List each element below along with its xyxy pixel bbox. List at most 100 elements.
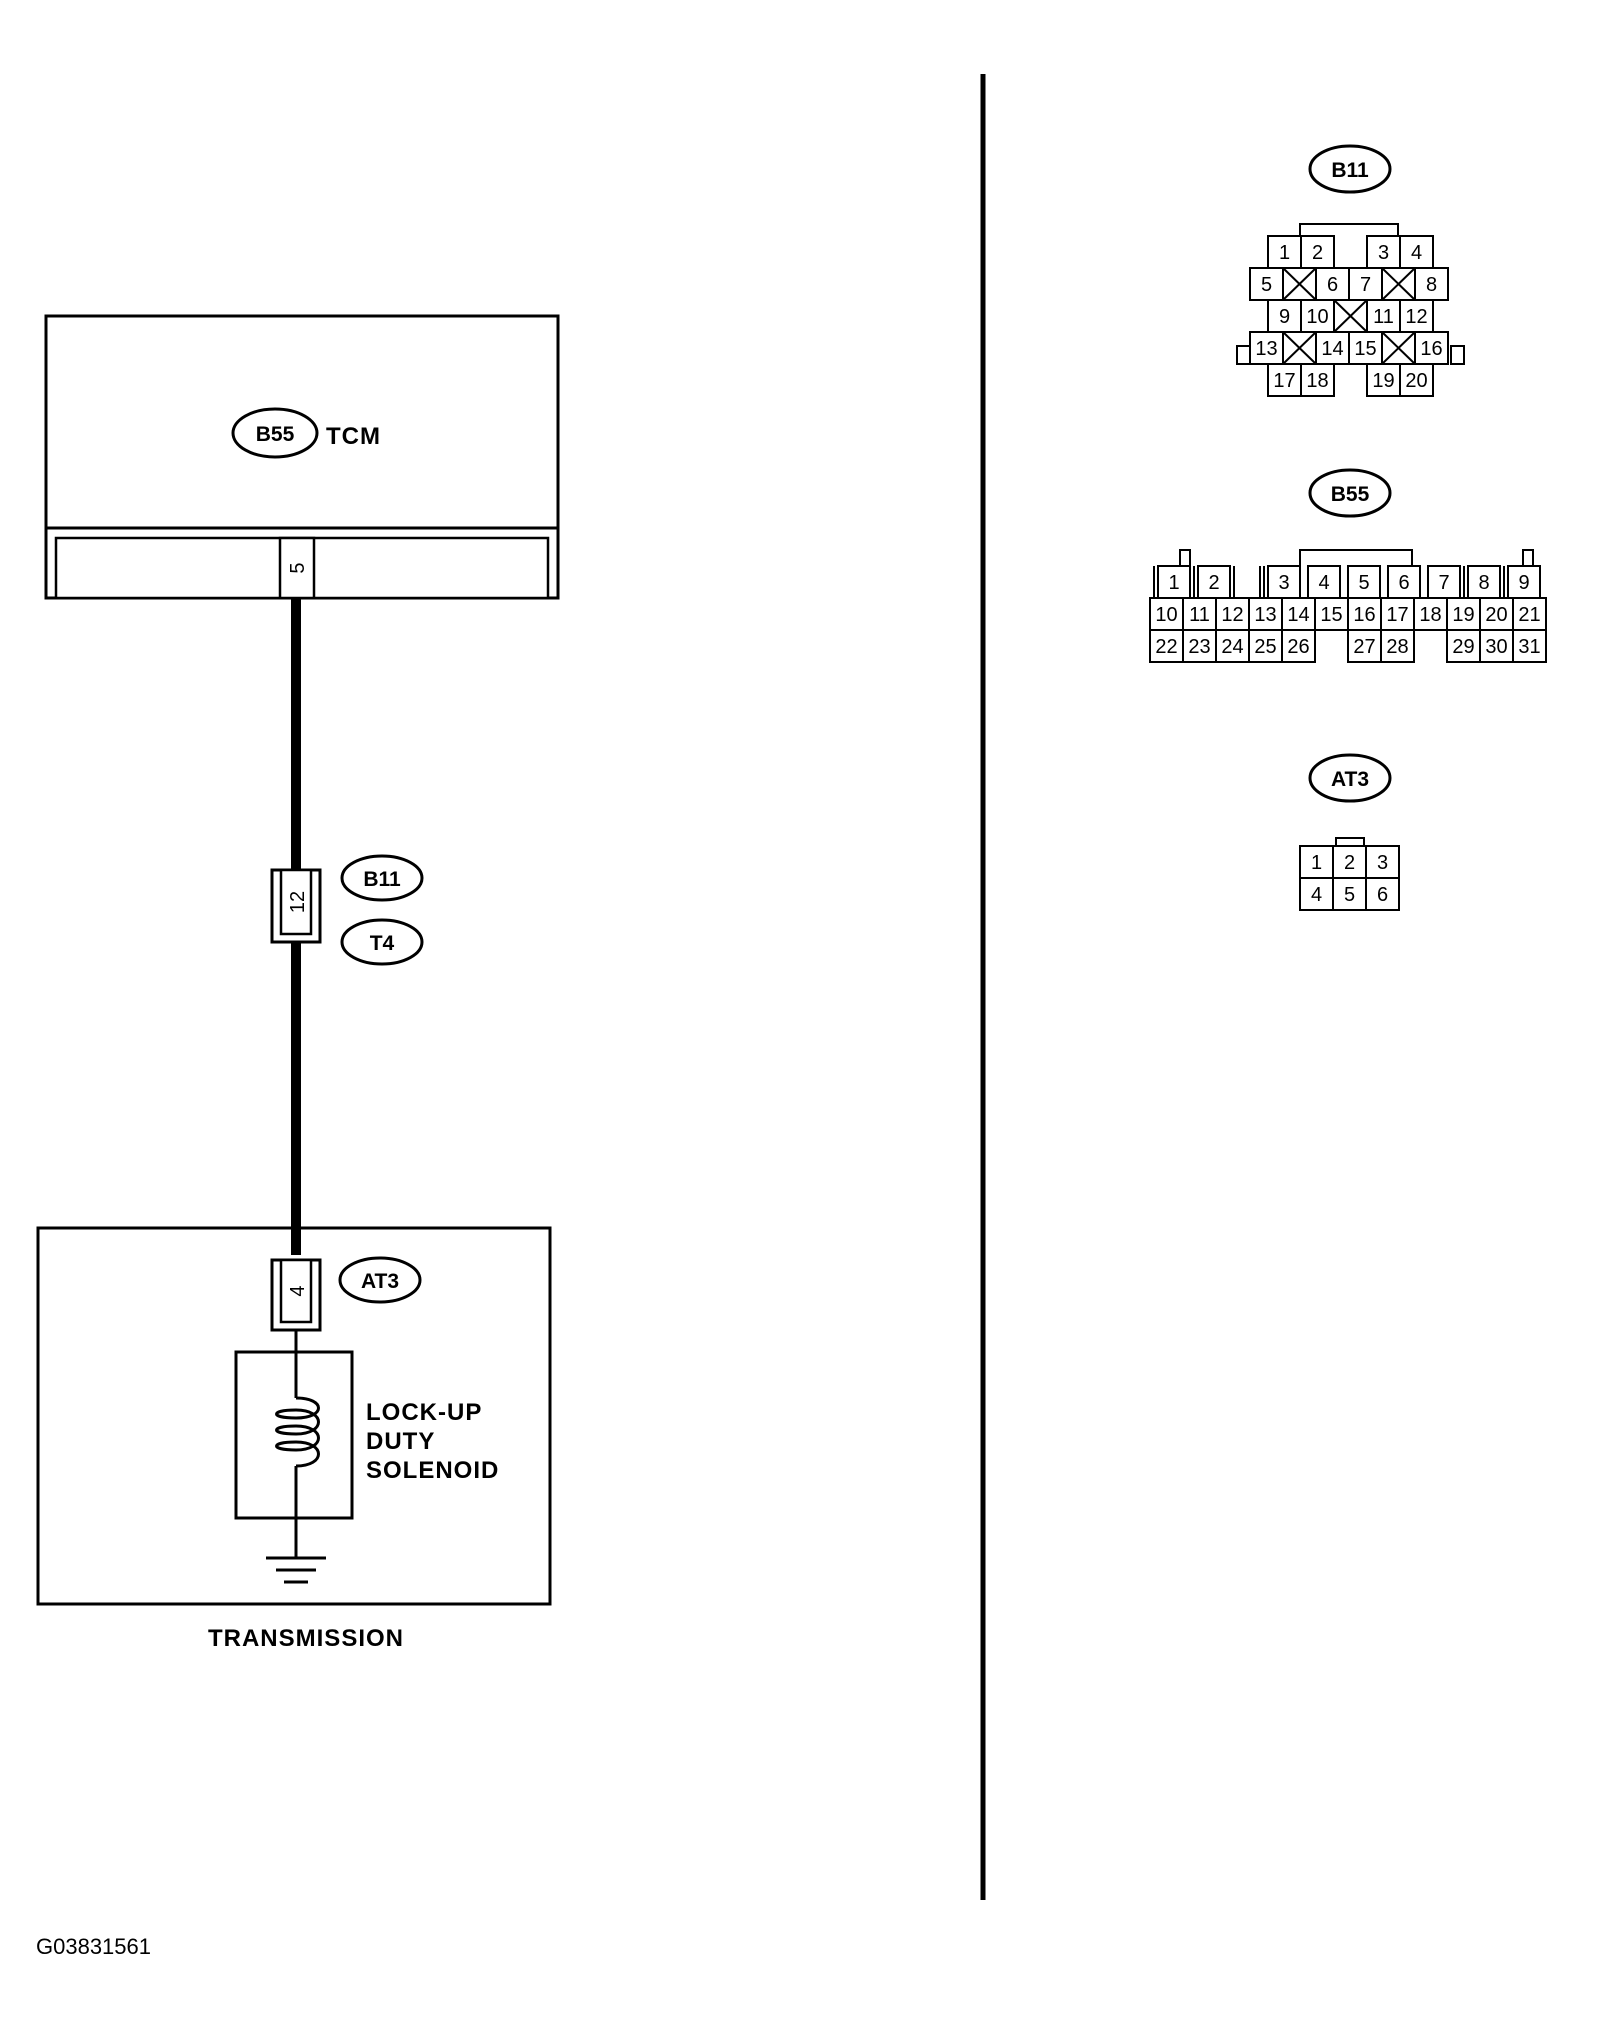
figure-code: G03831561: [36, 1934, 151, 1959]
b55-pin-7-cell: [1427, 565, 1461, 599]
tcm-connector-tag: [231, 407, 319, 459]
transmission-unit: 4 AT3 LOCK-UP DUTY SOLENOID TRANSMISSION: [36, 1226, 552, 1652]
b11-pin-4-label: 4: [1411, 242, 1422, 264]
b55-pin-27-label: 27: [1353, 636, 1375, 658]
b11-pin-8-label: 8: [1426, 274, 1437, 296]
b11-pin-11-label: 11: [1373, 306, 1394, 328]
junction-pin-box: [279, 868, 313, 936]
b55-pin-14-label: 14: [1287, 604, 1309, 626]
at3-pin-box: [279, 1258, 313, 1324]
b55-pin-17-cell: [1380, 597, 1415, 631]
b55-pin-19-label: 19: [1452, 604, 1474, 626]
b11-pin-19-label: 19: [1372, 370, 1394, 392]
b55-pin-15-label: 15: [1320, 604, 1342, 626]
b55-pin-6-cell: [1387, 565, 1421, 599]
at3-pin-label: 4: [287, 1285, 309, 1296]
tcm-connector-tag-text: B55: [256, 423, 295, 446]
b11-pin-2-label: 2: [1312, 242, 1323, 264]
junction-tag-b11-text: B11: [363, 868, 401, 891]
b55-pin-16-label: 16: [1353, 604, 1375, 626]
b55-pin-26-cell: [1281, 629, 1316, 663]
b55-pin-18-cell: [1413, 597, 1448, 631]
b55-pin-18-label: 18: [1419, 604, 1441, 626]
junction-tag-b11: [340, 854, 424, 902]
b55-pin-21-label: 21: [1518, 604, 1540, 626]
at3-pin-1-label: 1: [1311, 852, 1322, 874]
b55-pin-28-cell: [1380, 629, 1415, 663]
at3-tag-text: AT3: [361, 1270, 399, 1293]
at3-pin-1-cell: [1299, 845, 1334, 879]
b11-side-tab-right: [1450, 345, 1465, 365]
b11-pin-5-label: 5: [1261, 274, 1272, 296]
junction-tag-t4: [340, 918, 424, 966]
b55-pin-3-label: 3: [1278, 572, 1289, 594]
at3-pin-3-label: 3: [1377, 852, 1388, 874]
b55-pin-25-cell: [1248, 629, 1283, 663]
b55-title-tag: [1308, 468, 1392, 518]
b11-blank-d-cross-b: [1282, 331, 1317, 365]
tcm-pin-box: [278, 536, 316, 600]
b55-key-left: [1179, 549, 1191, 567]
b55-pin-21-cell: [1512, 597, 1547, 631]
junction-pin-label: 12: [287, 891, 309, 913]
b55-pin-1-label: 1: [1168, 572, 1179, 594]
b55-pin-24-label: 24: [1221, 636, 1243, 658]
transmission-box: [36, 1226, 552, 1606]
b55-pin-17-label: 17: [1386, 604, 1408, 626]
b55-pin-30-cell: [1479, 629, 1514, 663]
b11-pin-14-label: 14: [1321, 338, 1343, 360]
b55-pin-12-cell: [1215, 597, 1250, 631]
b55-pin-29-label: 29: [1452, 636, 1474, 658]
b11-pin-15-label: 15: [1354, 338, 1376, 360]
b11-pin-1-label: 1: [1279, 242, 1290, 264]
b55-pin-16-cell: [1347, 597, 1382, 631]
b55-latch: [1299, 549, 1413, 566]
b11-pin-2-cell: [1300, 235, 1335, 269]
b11-latch: [1299, 223, 1399, 236]
b11-blank-a-cross-b: [1282, 267, 1317, 301]
junction-tag-t4-text: T4: [370, 932, 395, 955]
at3-title-tag: [1308, 753, 1392, 803]
b55-pin-10-label: 10: [1155, 604, 1177, 626]
b11-pin-18-label: 18: [1306, 370, 1328, 392]
at3-latch: [1335, 837, 1365, 846]
at3-pin-4-cell: [1299, 877, 1334, 911]
b55-pin-31-label: 31: [1518, 636, 1540, 658]
b11-pin-20-cell: [1399, 363, 1434, 397]
b11-blank-c-cross-b: [1333, 299, 1368, 333]
b55-pin-12-label: 12: [1221, 604, 1243, 626]
b55-pin-22-cell: [1149, 629, 1184, 663]
b11-pin-9-label: 9: [1279, 306, 1290, 328]
at3-pin-6-cell: [1365, 877, 1400, 911]
b55-pin-23-cell: [1182, 629, 1217, 663]
at3-pin-2-label: 2: [1344, 852, 1355, 874]
b55-pin-5-label: 5: [1358, 572, 1369, 594]
b55-pin-24-cell: [1215, 629, 1250, 663]
b11-blank-e-cross-b: [1381, 331, 1416, 365]
b11-pin-12-cell: [1399, 299, 1434, 333]
b55-pin-13-cell: [1248, 597, 1283, 631]
b55-pin-8-label: 8: [1478, 572, 1489, 594]
b11-pin-3-label: 3: [1378, 242, 1389, 264]
b11-pin-6-label: 6: [1327, 274, 1338, 296]
b11-pin-16-label: 16: [1420, 338, 1442, 360]
b55-title-text: B55: [1331, 483, 1370, 506]
at3-pin-4-label: 4: [1311, 884, 1322, 906]
b55-pin-30-label: 30: [1485, 636, 1507, 658]
at3-tag: [338, 1256, 422, 1304]
b55-pin-26-label: 26: [1287, 636, 1309, 658]
b11-blank-b-cross-b: [1381, 267, 1416, 301]
b55-pin-14-cell: [1281, 597, 1316, 631]
b55-pin-10-cell: [1149, 597, 1184, 631]
b11-pin-5-cell: [1249, 267, 1284, 301]
b55-pin-7-label: 7: [1438, 572, 1449, 594]
solenoid-label-line-2: DUTY: [366, 1428, 435, 1455]
b11-pin-20-label: 20: [1405, 370, 1427, 392]
b55-pin-25-label: 25: [1254, 636, 1276, 658]
b11-title-tag: [1308, 144, 1392, 194]
